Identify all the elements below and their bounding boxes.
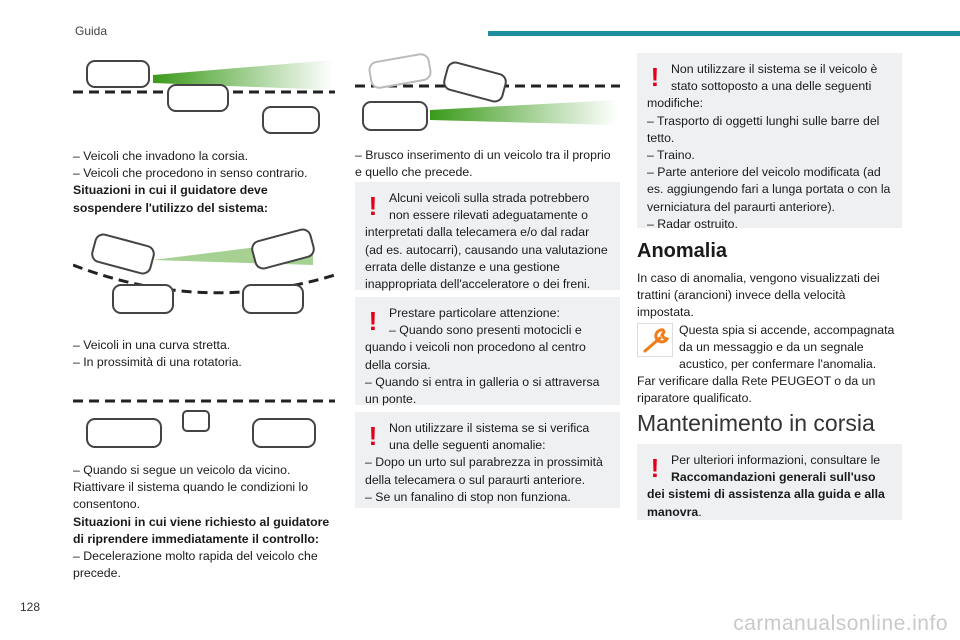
- warning-box: ! Alcuni veicoli sulla strada potrebbero…: [355, 182, 620, 291]
- list-item: – In prossimità di una rotatoria.: [73, 355, 242, 370]
- bold-heading: Situazioni in cui il guidatore deve sosp…: [73, 183, 268, 215]
- warning-icon: !: [368, 306, 378, 336]
- list-item: – Brusco inserimento di un veicolo tra i…: [355, 148, 611, 180]
- warning-icon: !: [650, 62, 660, 92]
- watermark: carmanualsonline.info: [733, 612, 948, 635]
- warning-icon: !: [368, 421, 378, 451]
- wrench-icon: [637, 322, 673, 357]
- warning-box: ! Non utilizzare il sistema se si verifi…: [355, 412, 620, 508]
- illustration-curve: [73, 228, 335, 314]
- illustration-oncoming-vehicles: [73, 60, 335, 134]
- list-item: – Quando si segue un veicolo da vicino.: [73, 463, 291, 477]
- warning-box: ! Non utilizzare il sistema se il veicol…: [637, 53, 902, 231]
- warning-box: ! Per ulteriori informazioni, consultare…: [637, 444, 902, 520]
- bold-heading: Situazioni in cui viene richiesto al gui…: [73, 514, 330, 546]
- page-number: 128: [20, 600, 41, 614]
- paragraph: In caso di anomalia, vengono visualizzat…: [637, 271, 880, 320]
- list-item: – Decelerazione molto rapida del veicolo…: [73, 549, 318, 581]
- paragraph: Riattivare il sistema quando le condizio…: [73, 480, 309, 512]
- illustration-following-closely: [73, 399, 335, 448]
- warning-icon: !: [650, 453, 660, 483]
- section-title: Guida: [75, 24, 108, 38]
- section-heading-mantenimento: Mantenimento in corsia: [637, 410, 875, 436]
- warning-box: ! Prestare particolare attenzione: – Qua…: [355, 297, 620, 406]
- section-heading-anomalia: Anomalia: [637, 240, 728, 262]
- list-item: – Veicoli che procedono in senso contrar…: [73, 166, 308, 181]
- paragraph: Far verificare dalla Rete PEUGEOT o da u…: [637, 374, 876, 406]
- warning-icon: !: [368, 191, 378, 221]
- illustration-cut-in: [355, 53, 620, 131]
- list-item: – Veicoli che invadono la corsia.: [73, 149, 248, 163]
- header-accent-bar: [488, 31, 960, 36]
- list-item: – Veicoli in una curva stretta.: [73, 338, 231, 352]
- paragraph: Questa spia si accende, accompagnata da …: [679, 322, 895, 372]
